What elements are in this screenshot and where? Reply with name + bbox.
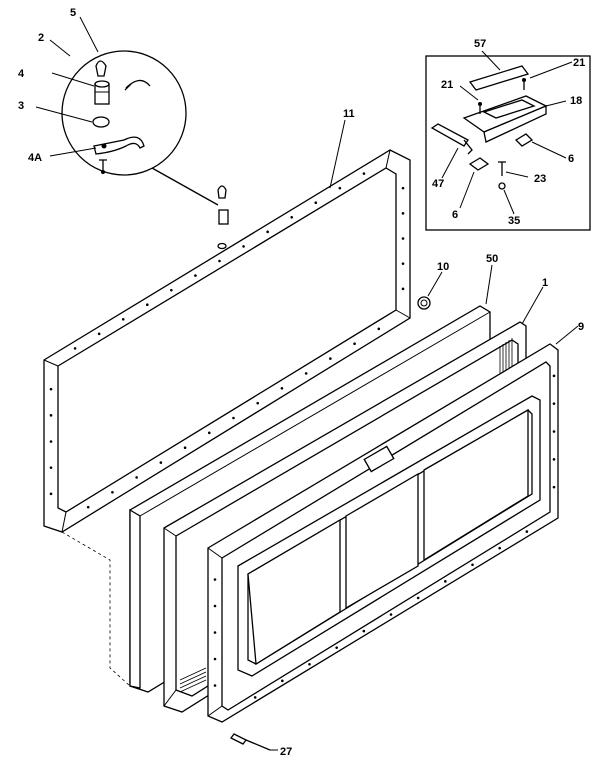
callout-4: 4 — [18, 68, 25, 80]
screw-hole — [401, 212, 405, 215]
callout-27: 27 — [280, 746, 292, 758]
screw-hole — [49, 387, 53, 391]
screw-hole — [471, 563, 474, 567]
screw-hole — [280, 386, 284, 390]
screw-hole — [253, 696, 257, 699]
construction-dashes — [61, 531, 131, 687]
screw-hole — [49, 440, 53, 443]
callout-18: 18 — [570, 95, 582, 107]
screw-hole — [281, 679, 284, 683]
screw-hole — [525, 530, 529, 533]
screw-hole — [304, 372, 308, 375]
leader-lines — [35, 16, 579, 751]
screw-hole — [207, 431, 211, 435]
screw-hole — [444, 580, 447, 583]
detail-leader-line — [151, 167, 219, 206]
screw-hole — [416, 596, 420, 600]
callout-4a: 4A — [28, 152, 42, 164]
screw-hole — [242, 245, 245, 248]
callout-6-left: 6 — [452, 209, 458, 221]
screw-hole — [362, 172, 366, 175]
callout-35: 35 — [508, 215, 520, 227]
callout-11: 11 — [343, 108, 355, 120]
callout-5: 5 — [70, 7, 76, 19]
callout-labels: 5 2 4 3 4A 11 10 50 1 9 27 57 21 21 18 6… — [18, 7, 585, 758]
screw-hole — [552, 485, 556, 489]
callout-57: 57 — [474, 38, 486, 50]
callout-3: 3 — [18, 100, 24, 112]
screw-hole — [232, 416, 235, 420]
screw-hole — [111, 490, 114, 494]
screw-hole — [498, 546, 501, 550]
screw-hole — [49, 414, 53, 417]
screw-hole — [49, 492, 53, 496]
callout-1: 1 — [542, 277, 548, 289]
screw-hole — [121, 317, 125, 321]
screw-hole — [290, 215, 294, 219]
callout-10: 10 — [437, 261, 449, 273]
hinge-detail-circle — [61, 50, 187, 176]
callout-21-left: 21 — [441, 79, 453, 91]
screw-hole — [213, 684, 217, 687]
callout-47: 47 — [432, 178, 444, 190]
screw-hole — [362, 629, 366, 633]
screw-hole — [338, 186, 342, 190]
screw-hole — [401, 186, 405, 190]
screw-hole — [329, 357, 332, 360]
screw-hole — [256, 401, 260, 405]
screw-hole — [308, 662, 311, 666]
screw-hole — [314, 201, 318, 205]
screw-hole — [401, 262, 405, 265]
screw-hole — [86, 505, 90, 509]
screw-hole — [335, 646, 338, 649]
screw-hole — [170, 288, 173, 292]
screw-hole — [213, 578, 217, 581]
screw-hole — [145, 303, 149, 307]
callout-50: 50 — [486, 253, 498, 265]
screw-hole — [213, 631, 217, 634]
callout-6-right: 6 — [568, 153, 574, 165]
callout-23: 23 — [534, 173, 546, 185]
screw-hole — [49, 466, 53, 469]
screw-hole — [183, 446, 187, 450]
callout-21-right: 21 — [573, 57, 585, 69]
screw-hole — [552, 402, 556, 405]
screw-hole — [213, 657, 217, 661]
screw-hole — [194, 274, 197, 277]
screw-hole — [401, 287, 405, 291]
screw-27 — [230, 733, 271, 751]
door-liner-11 — [43, 149, 411, 533]
screw-hole — [266, 230, 269, 234]
screw-hole — [401, 237, 405, 240]
screw-hole — [135, 476, 138, 479]
screw-hole — [218, 259, 221, 263]
lock-assembly-inset — [425, 55, 591, 231]
outer-door-9 — [207, 343, 559, 723]
screw-hole — [73, 347, 77, 350]
screw-hole — [213, 604, 217, 608]
screw-hole — [389, 613, 393, 616]
screw-hole — [552, 374, 556, 378]
screw-hole — [552, 458, 556, 461]
callout-9: 9 — [578, 321, 584, 333]
screw-hole — [377, 327, 381, 331]
gasket-seal-10 — [417, 296, 431, 310]
screw-hole — [97, 332, 101, 336]
screw-hole — [159, 461, 163, 464]
screw-hole — [552, 430, 556, 433]
callout-2: 2 — [38, 32, 44, 44]
screw-hole — [353, 342, 356, 346]
